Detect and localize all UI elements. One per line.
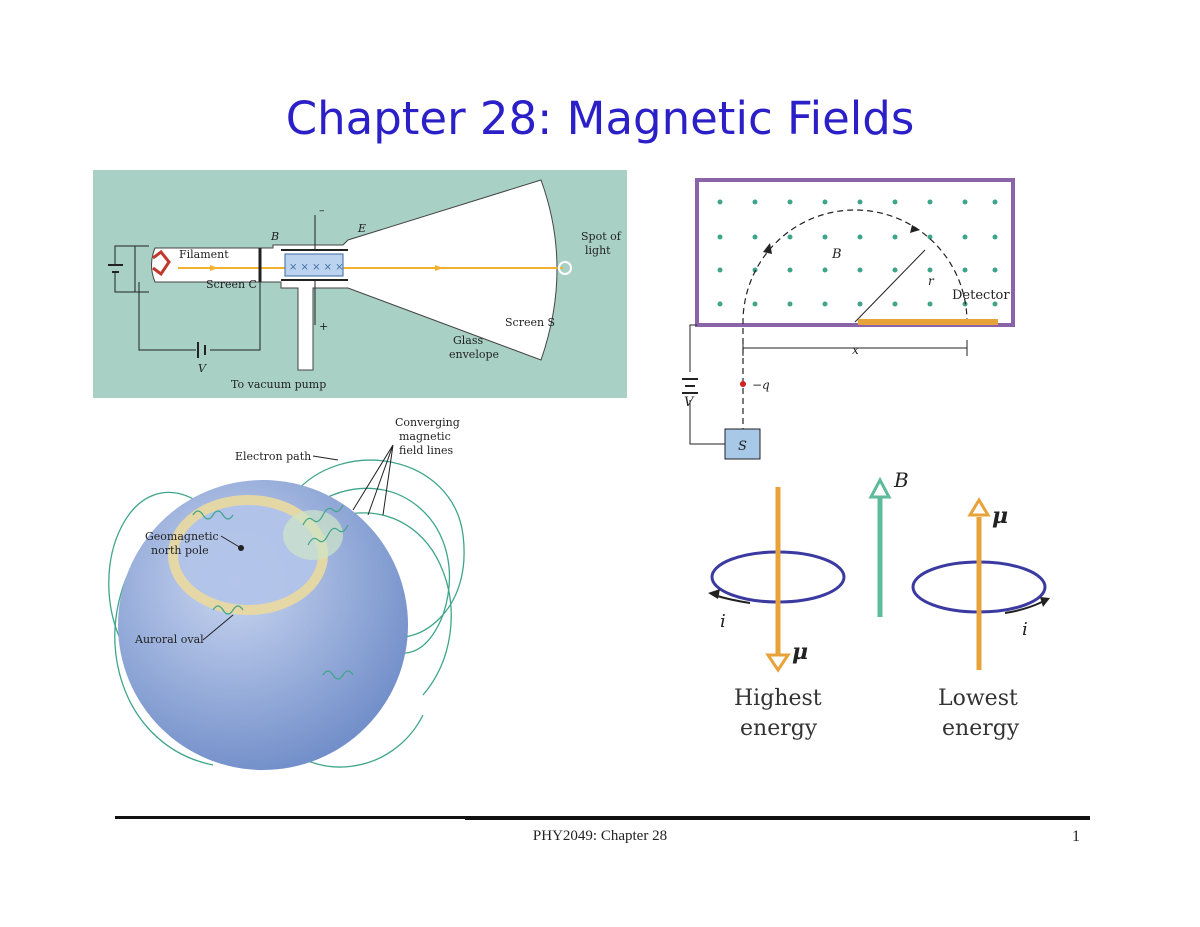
electron-path-label: Electron path xyxy=(235,450,311,463)
vacuum-label: To vacuum pump xyxy=(231,378,326,391)
highest-energy-label: energy xyxy=(740,716,818,741)
s-label: S xyxy=(738,439,747,454)
field-lines-label: field lines xyxy=(399,444,454,457)
crt-tube-figure: × × × × × Filament Screen C B E – + Spot… xyxy=(93,170,627,398)
dipole-energy-figure: B μ μ i i Highest energy Lowest energy xyxy=(708,468,1050,741)
filament-label: Filament xyxy=(179,248,229,261)
svg-text:× × × × ×: × × × × × xyxy=(289,262,344,273)
minus-label: + xyxy=(319,320,328,333)
detector-label: Detector xyxy=(952,288,1010,303)
x-label: x xyxy=(852,343,859,357)
footer-course: PHY2049: Chapter 28 xyxy=(532,828,668,844)
screen-c-label: Screen C xyxy=(206,278,257,291)
crt-e-label: E xyxy=(357,222,366,235)
envelope-label: envelope xyxy=(449,348,499,361)
screen-s-label: Screen S xyxy=(505,316,555,329)
converging-label: Converging xyxy=(395,416,460,429)
mu-right-label: μ xyxy=(992,503,1008,529)
highest-label: Highest xyxy=(734,686,822,711)
auroral-oval-label: Auroral oval xyxy=(134,633,204,646)
spectrometer-figure: B r Detector x V −q S xyxy=(682,178,1015,460)
r-label: r xyxy=(928,274,935,288)
light-label: light xyxy=(585,244,611,257)
crt-b-label: B xyxy=(270,230,279,243)
lowest-energy-label: energy xyxy=(942,716,1020,741)
plus-label: – xyxy=(319,204,325,217)
field-dots xyxy=(717,199,998,307)
aurora-figure: Electron path Converging magnetic field … xyxy=(108,416,465,770)
footer-divider-thick xyxy=(465,816,1090,820)
q-label: −q xyxy=(752,378,770,392)
page-number: 1 xyxy=(1072,828,1080,845)
crt-v-label: V xyxy=(198,362,207,375)
magnetic-label: magnetic xyxy=(399,430,451,443)
spec-b-label: B xyxy=(831,247,842,262)
spec-v-label: V xyxy=(684,395,695,410)
geomagnetic-label: Geomagnetic xyxy=(145,530,219,543)
glass-label: Glass xyxy=(453,334,484,347)
dipole-b-label: B xyxy=(893,468,909,492)
i-right-label: i xyxy=(1022,619,1028,640)
slide-title: Chapter 28: Magnetic Fields xyxy=(285,92,915,145)
i-left-label: i xyxy=(720,611,726,632)
spot-label: Spot of xyxy=(581,230,622,243)
lowest-label: Lowest xyxy=(938,686,1018,711)
mu-left-label: μ xyxy=(792,639,808,665)
north-pole-label: north pole xyxy=(151,544,209,557)
